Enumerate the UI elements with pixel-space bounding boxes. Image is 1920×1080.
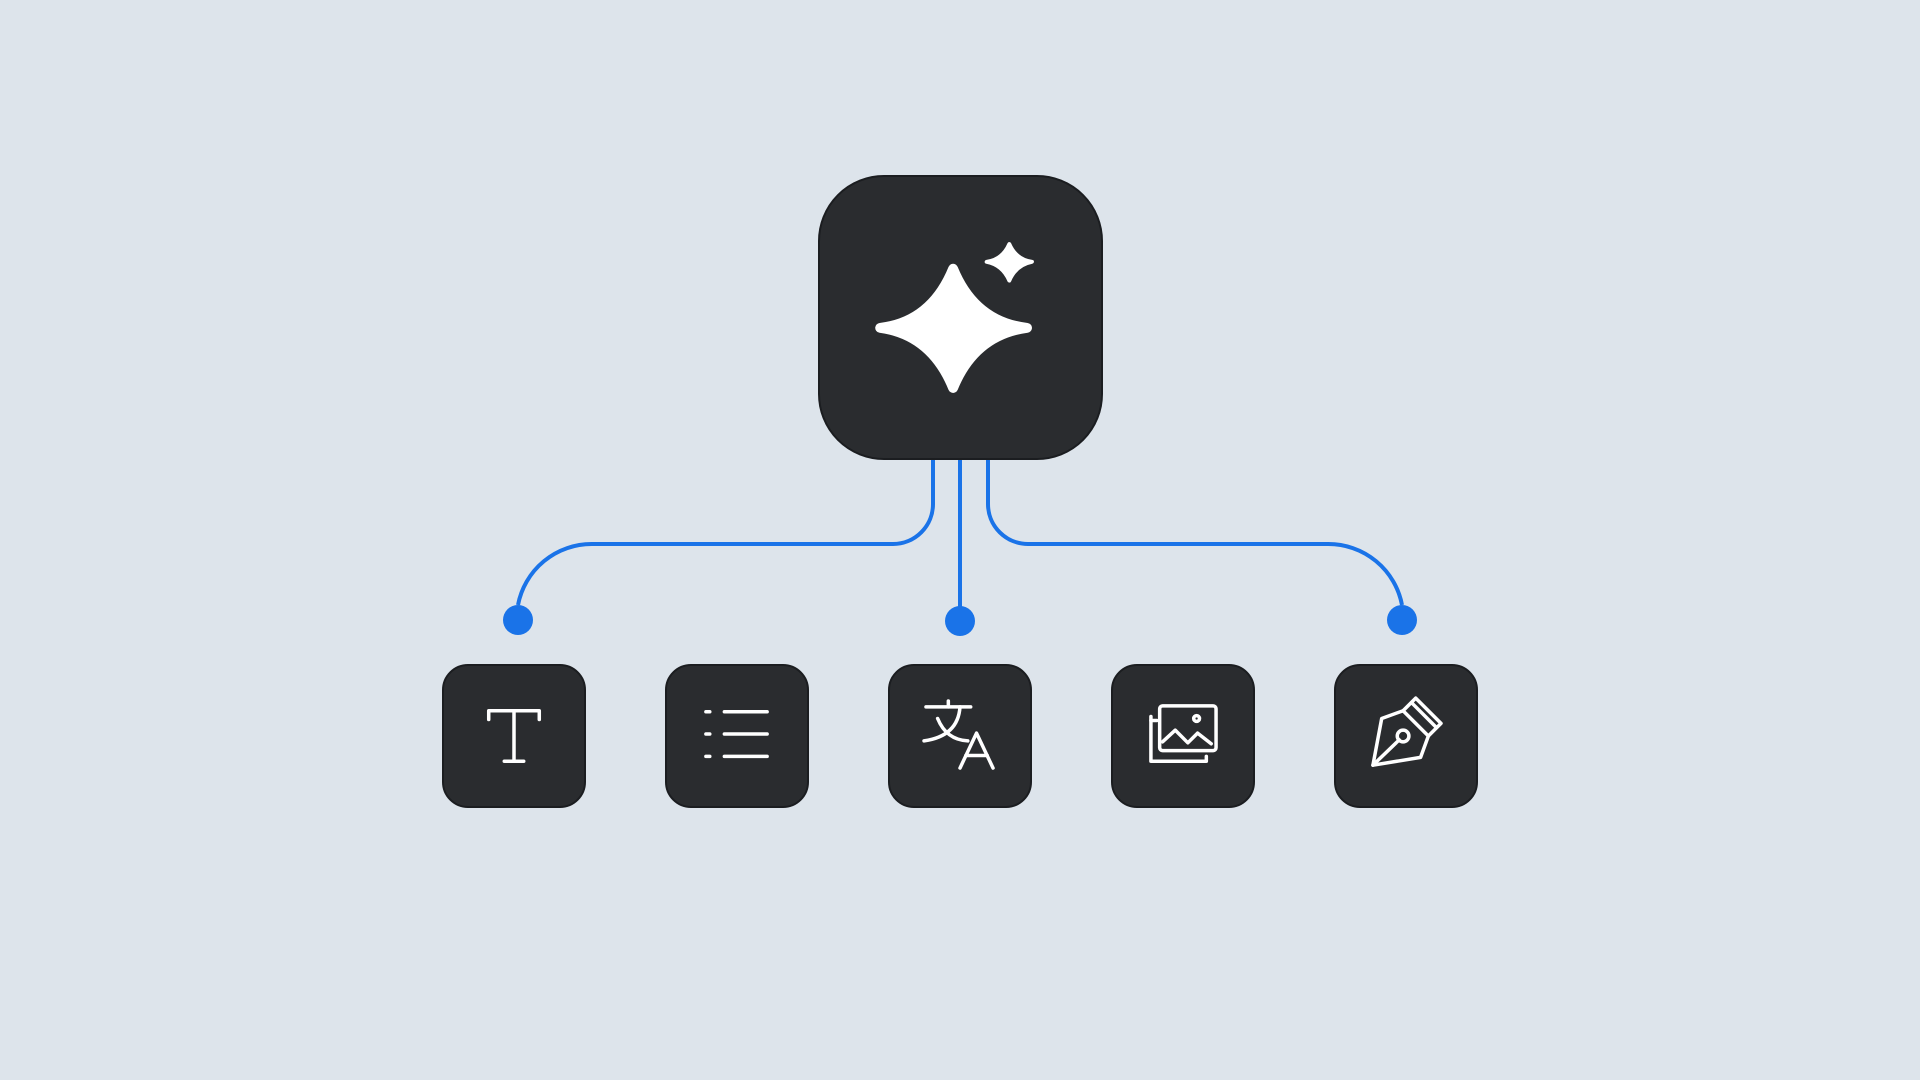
image-icon (1149, 704, 1218, 764)
text-icon (486, 708, 542, 764)
text-tool-tile[interactable] (442, 664, 586, 808)
hub-tile[interactable] (818, 175, 1103, 460)
translate-tool-tile[interactable] (888, 664, 1032, 808)
translate-icon (922, 699, 995, 770)
list-tool-tile[interactable] (665, 664, 809, 808)
pen-icon (1371, 696, 1443, 767)
connector-right (986, 458, 1404, 606)
connector-dot-left (503, 605, 533, 635)
sparkle-icon (875, 242, 1034, 393)
image-tool-tile[interactable] (1111, 664, 1255, 808)
list-icon (704, 709, 769, 759)
connector-dot-right (1387, 605, 1417, 635)
pen-tool-tile[interactable] (1334, 664, 1478, 808)
connector-dot-center (945, 606, 975, 636)
connector-left (516, 458, 935, 606)
